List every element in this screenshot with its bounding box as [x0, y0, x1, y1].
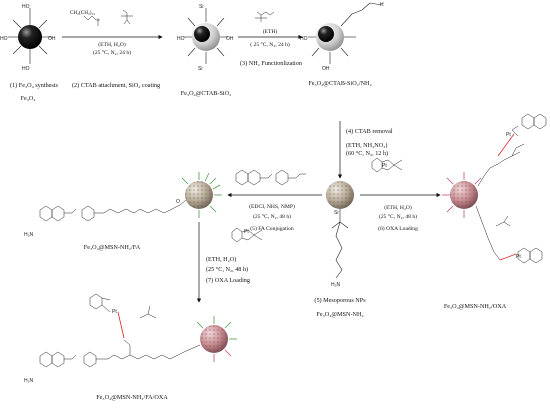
atom-h2n-2: H₂N: [24, 378, 34, 384]
atom-oh-1: HO: [22, 4, 30, 10]
fe3o4-ctab-sio2-nh2-particle: [308, 2, 383, 64]
atom-pt-5: Pt: [382, 163, 387, 169]
atom-pt-3: Pt: [112, 309, 117, 315]
step2-cond2: (25 °C, N₂, 24 h): [92, 50, 132, 56]
teos-structure: [121, 9, 133, 25]
atom-si-2: Si: [198, 66, 202, 72]
aptes-structure: [255, 11, 275, 22]
oxa-complex-lower: [475, 205, 543, 264]
step5-cond1: (EDCI, NHS, NMP): [249, 204, 295, 210]
step1-product: Fe₃O₄: [20, 95, 36, 102]
coordination-bond-upper: [497, 133, 515, 157]
step3-product: Fe₃O₄@CTAB-SiO₂/NH₂: [308, 80, 372, 87]
atom-pt-1: Pt: [506, 132, 511, 138]
atom-oh-8: OH: [322, 66, 330, 72]
atom-o-1: O: [176, 199, 180, 205]
atom-si-3: Si: [334, 210, 338, 216]
fe3o4-msn-nh2-particle: [326, 181, 354, 279]
atom-ho-7: HO: [300, 36, 308, 42]
coordination-bond-lower: [499, 253, 517, 261]
atom-oh-2: HO: [0, 36, 8, 42]
step3-label: (3) NH₂ Functionlization: [240, 60, 302, 67]
step4-label: (4) CTAB removal: [346, 128, 393, 135]
fa-oxa-conjugate-chain: [39, 293, 201, 368]
atom-h: H: [380, 2, 384, 8]
step7-label: (7) OXA Loading: [206, 277, 250, 284]
fe3o4-core-particle: [8, 8, 52, 64]
step4-cond1: (ETH, NH₄NO₃): [346, 142, 388, 149]
atom-pt-2: Pt: [516, 254, 521, 260]
ctab-formula: CH₃(CH₂)₁₅: [70, 10, 96, 16]
step2-cond1: (ETH, H₂O): [98, 42, 126, 48]
coordination-bond-bottom: [117, 311, 125, 339]
atom-labels: HO HO OH HO HO OH Si Si HO OH H Si H₂N O…: [0, 2, 521, 384]
oxa-complex-upper: [477, 113, 547, 187]
ctab-structure: [83, 15, 100, 26]
step6-cond2: (25 °C, N₂, 48 h): [378, 214, 418, 220]
step4-caption: (5) Mesoporous NPs: [314, 297, 366, 304]
step6-cond1: (ETH, H₂O): [384, 205, 412, 211]
fe3o4-msn-nh2-oxa-particle: [442, 172, 482, 218]
step7-cond1: (ETH, H₂O): [206, 256, 237, 263]
folic-acid-reagent-structure: [235, 169, 306, 186]
step1-label: (1) Fe₃O₄ synthesis: [10, 82, 58, 89]
step6-label: (6) OXA Loading: [378, 226, 418, 232]
step3-cond2: ( 25 °C, N₂, 24 h): [250, 42, 290, 48]
atom-oh-6: OH: [226, 36, 234, 42]
step2-product: Fe₃O₄@CTAB-SiO₂: [180, 90, 232, 97]
oxaliplatin-reagent-structure-2: [231, 227, 263, 243]
atom-pt-4: Pt: [244, 229, 249, 235]
step7-cond2: (25 °C, N₂, 48 h): [206, 266, 249, 273]
step2-label: (2) CTAB attachment, SiO₂ coating: [72, 82, 161, 89]
step5-label: (5) FA Conjugation: [250, 226, 294, 232]
step6-product: Fe₃O₄@MSN-NH₂/OXA: [443, 303, 507, 310]
step7-product: Fe₃O₄@MSN-NH₂/FA/OXA: [96, 394, 168, 401]
step4-cond2: (60 °C, N₂, 12 h): [346, 150, 389, 157]
step5-product: Fe₃O₄@MSN-NH₂/FA: [83, 244, 141, 251]
atom-oh-5: HO: [177, 36, 185, 42]
atom-si-1: Si: [199, 4, 203, 10]
step5-cond2: (25 °C, N₂, 48 h): [252, 214, 292, 220]
fe3o4-msn-nh2-fa-oxa-particle: [196, 316, 237, 362]
fe3o4-ctab-sio2-particle: [184, 8, 228, 64]
atom-nh2-1: H₂N: [331, 282, 341, 288]
atom-oh-3: OH: [48, 36, 56, 42]
oxaliplatin-reagent-structure: [371, 157, 403, 173]
atom-h2n-1: H₂N: [24, 232, 34, 238]
fe3o4-msn-nh2-fa-particle: [181, 172, 222, 218]
atom-oh-4: HO: [22, 66, 30, 72]
step4-product: Fe₃O₄@MSN-NH₂: [316, 311, 364, 318]
step3-cond1: (ETH): [262, 29, 278, 35]
folic-acid-conjugate-chain: [39, 199, 187, 222]
